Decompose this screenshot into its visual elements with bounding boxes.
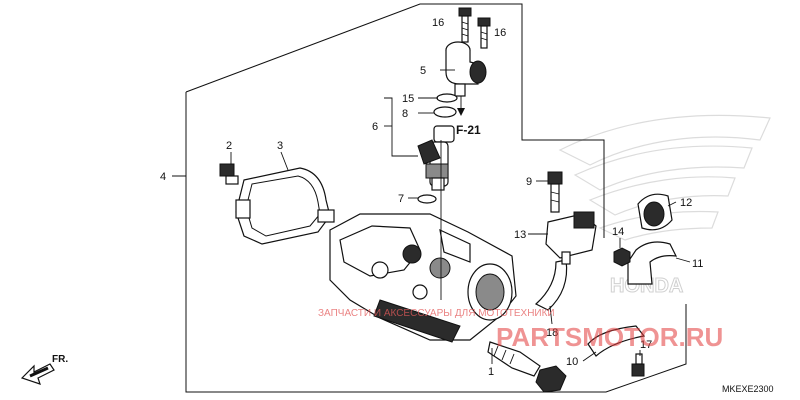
leader-lines [230,69,691,364]
grommet-12 [637,193,673,231]
o-ring-15 [436,93,458,103]
callout-13: 13 [514,229,526,241]
throttle-body-4 [329,213,517,343]
bolt-17 [631,353,645,377]
watermark-tagline: ЗАПЧАСТИ И АКСЕССУАРЫ ДЛЯ МОТОТЕХНИКИ [318,308,555,319]
bolt-2 [219,163,239,185]
bolt-16-right [477,17,491,49]
throttle-cover-3 [235,167,335,245]
callout-16-right: 16 [494,27,506,39]
honda-wing-logo [558,114,771,241]
callout-6: 6 [372,121,378,133]
idle-screw-1 [487,341,567,393]
fuel-injector-6 [417,125,455,191]
sensor-13 [545,211,597,265]
watermark-brand: PARTSMOTOR.RU [496,322,723,352]
callout-2: 2 [226,140,232,152]
o-ring-7 [417,194,437,204]
nut-14 [613,247,631,267]
bolt-16-left [458,7,472,43]
injector-holder-5 [445,41,487,116]
bolt-9 [547,171,563,213]
diagram-code: MKEXE2300 [722,384,774,394]
front-direction-arrow [20,363,55,385]
callout-9: 9 [526,176,532,188]
callout-8: 8 [402,108,408,120]
callout-5: 5 [420,65,426,77]
callout-17: 17 [640,339,652,351]
callout-12: 12 [680,197,692,209]
callout-7: 7 [398,193,404,205]
seal-ring-8 [433,106,457,118]
callout-10: 10 [566,356,578,368]
front-direction-label: FR. [52,354,68,365]
callout-labels: 1 2 3 4 5 6 7 8 9 10 11 12 13 14 15 16 1… [160,17,703,378]
callout-18: 18 [546,327,558,339]
clip-10 [587,325,646,357]
assembly-boundary [172,3,687,393]
callout-15: 15 [402,93,414,105]
callout-14: 14 [612,226,624,238]
reference-label: F-21 [456,123,481,137]
callout-16-left: 16 [432,17,444,29]
callout-4: 4 [160,171,166,183]
callout-11: 11 [692,258,703,270]
bracket-11 [627,241,678,285]
hose-18 [534,259,568,311]
callout-3: 3 [277,140,283,152]
callout-1: 1 [488,366,494,378]
